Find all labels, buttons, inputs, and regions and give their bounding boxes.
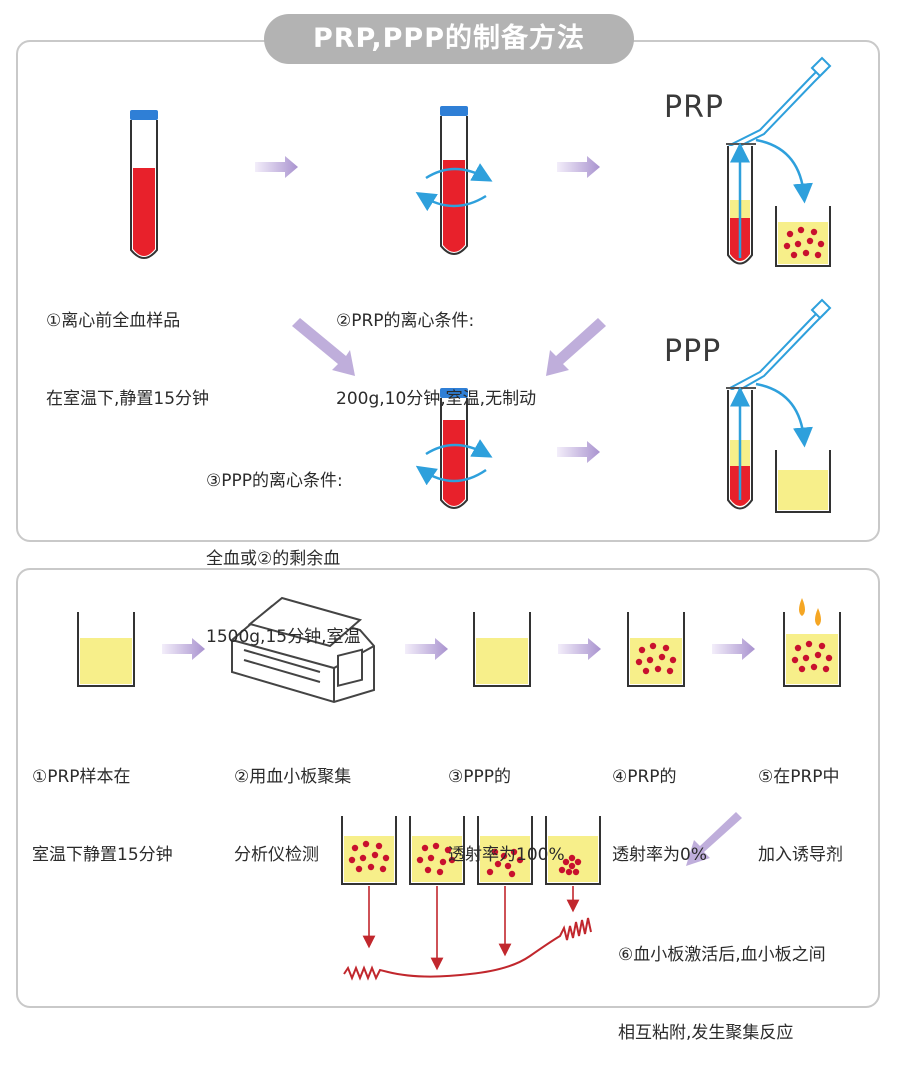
step3-line1: ③PPP的离心条件: [206, 471, 343, 491]
b-step5-caption: ⑤在PRP中 加入诱导剂 [758, 712, 843, 894]
b-step1-line1: ①PRP样本在 [32, 767, 131, 787]
inducer-drop-icon [815, 608, 821, 626]
b-step2-line1: ②用血小板聚集 [234, 767, 352, 787]
b-step6-line1: ⑥血小板激活后,血小板之间 [618, 945, 826, 965]
step1-line1: ①离心前全血样品 [46, 311, 181, 331]
inducer-drop-icon [799, 598, 805, 616]
aggregation-beaker-2 [409, 816, 465, 885]
aggregometer-machine [231, 596, 375, 704]
b-step5-line1: ⑤在PRP中 [758, 767, 840, 787]
whole-blood-tube [130, 110, 158, 259]
prp-sample-beaker [77, 612, 135, 687]
centrifuge-tube-prp [415, 106, 493, 255]
diagram-artwork [77, 56, 841, 981]
ppp-beaker [473, 612, 531, 687]
page-title: PRP,PPP的制备方法 [264, 14, 634, 64]
step2-caption: ②PRP的离心条件: 200g,10分钟,室温,无制动 [336, 256, 536, 438]
step2-line2: 200g,10分钟,室温,无制动 [336, 389, 537, 409]
prp-beaker [627, 612, 685, 687]
step2-line1: ②PRP的离心条件: [336, 311, 475, 331]
step1-line2: 在室温下,静置15分钟 [46, 389, 210, 409]
aggregation-curve [343, 917, 592, 981]
b-step4-caption: ④PRP的 透射率为0% [612, 712, 707, 894]
step3-line2: 全血或②的剩余血 [206, 549, 341, 569]
aggregation-beaker-1 [341, 816, 397, 885]
step3-line3: 1500g,15分钟,室温 [206, 627, 361, 647]
b-step4-line2: 透射率为0% [612, 845, 707, 865]
b-step1-line2: 室温下静置15分钟 [32, 845, 173, 865]
aggregation-beaker-4 [545, 816, 601, 885]
b-step3-line2: 透射率为100% [448, 845, 565, 865]
b-step1-caption: ①PRP样本在 室温下静置15分钟 [32, 712, 173, 894]
measurement-arrows [362, 886, 580, 971]
b-step3-line1: ③PPP的 [448, 767, 511, 787]
aggregation-panel [16, 568, 880, 1008]
inducer-beaker [783, 598, 841, 687]
flow-arrows [255, 156, 606, 463]
b-step4-line1: ④PRP的 [612, 767, 677, 787]
step1-caption: ①离心前全血样品 在室温下,静置15分钟 [46, 256, 209, 438]
b-step2-caption: ②用血小板聚集 分析仪检测 [234, 712, 351, 894]
prp-label: PRP [664, 90, 725, 125]
b-step3-caption: ③PPP的 透射率为100% [448, 712, 565, 894]
aggregation-beaker-3 [477, 816, 533, 885]
b-step6-caption: ⑥血小板激活后,血小板之间 相互粘附,发生聚集反应 [618, 890, 826, 1072]
prp-extraction [726, 56, 832, 267]
b-step5-line2: 加入诱导剂 [758, 845, 843, 865]
step3-caption: ③PPP的离心条件: 全血或②的剩余血 1500g,15分钟,室温 [206, 416, 361, 676]
ppp-extraction [726, 298, 832, 513]
ppp-label: PPP [664, 334, 722, 369]
b-step2-line2: 分析仪检测 [234, 845, 319, 865]
centrifuge-tube-ppp [415, 388, 493, 509]
